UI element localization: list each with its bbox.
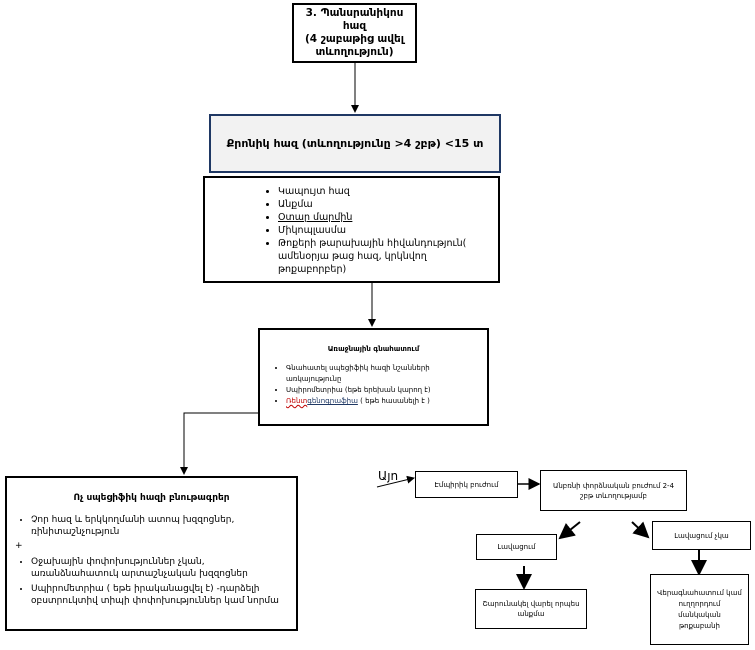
further-exam-box: Առաջնային գնահատում Գնահատել սպեցիֆիկ հա…: [258, 328, 489, 426]
exam-item-rest: ( եթե հասանելի է ): [357, 397, 430, 405]
symptom-item: Կապույտ հազ: [278, 185, 490, 198]
exam-item: Ռենտգենոգրաֆիա ( եթե հասանելի է ): [286, 396, 481, 407]
symptom-item: Անքմա: [278, 198, 490, 211]
step3-subtitle: (4 շաբաթից ավել տևողություն): [305, 33, 404, 58]
nonspecific-list-2: Օջախային փոփոխություններ չկան, առանձնահա…: [15, 556, 288, 607]
exam-item-misspelled: Ռենտ: [286, 397, 308, 405]
arrow-exam-to-nonspecific: [180, 412, 258, 475]
exam-item-underlined: գենոգրաֆիա: [307, 397, 358, 405]
nonspecific-title: Ոչ սպեցիֆիկ հազի բնութագրեր: [73, 493, 230, 503]
symptoms-list: Կապույտ հազ Անքմա Օտար մարմին Միկոպլասմա…: [260, 185, 490, 276]
yes-label: Այո: [378, 469, 399, 483]
nonspecific-item: Չոր հազ և երկկողմանի ատոպ խզզոցներ, ռինի…: [31, 514, 288, 538]
step3-title: 3. Պանսրանիկոս հազ: [305, 7, 404, 32]
symptoms-box: Կապույտ հազ Անքմա Օտար մարմին Միկոպլասմա…: [203, 176, 500, 283]
nonspecific-item: Օջախային փոփոխություններ չկան, առանձնահա…: [31, 556, 288, 580]
nonspecific-item: Սպիրոմետրիա ( եթե իրականացվել է) -դարձել…: [31, 583, 288, 607]
not-improved-text: Լավացում չկա: [674, 531, 729, 540]
nonspecific-list: Չոր հազ և երկկողմանի ատոպ խզզոցներ, ռինի…: [15, 514, 288, 538]
nonspecific-box: Ոչ սպեցիֆիկ հազի բնութագրեր Չոր հազ և եր…: [5, 476, 298, 631]
chronic-cough-text: Քրոնիկ հազ (տևողությունը >4 շբթ) <15 տ: [226, 137, 484, 150]
symptom-item: Թոքերի թարախային հիվանդություն( ամենօրյա…: [278, 237, 490, 276]
further-exam-title: Առաջնային գնահատում: [327, 345, 420, 353]
not-improved-box: Լավացում չկա: [652, 521, 751, 550]
arrow-observe-to-notimproved: [631, 521, 650, 539]
refer-box: Վերագնահատում կամ ուղղորդում մանկական թո…: [650, 574, 749, 645]
continue-asthma-box: Շարունակել վարել որպես անքմա: [475, 589, 587, 629]
continue-asthma-text: Շարունակել վարել որպես անքմա: [482, 600, 580, 618]
trial-treatment-box: Անբռնի փորձնական բուժում 2-4 շբթ տևողութ…: [540, 470, 687, 511]
chronic-cough-box: Քրոնիկ հազ (տևողությունը >4 շբթ) <15 տ: [209, 114, 501, 173]
arrow-observe-to-improved: [558, 521, 581, 540]
trial-treatment-text: Անբռնի փորձնական բուժում 2-4 շբթ տևողութ…: [552, 481, 675, 500]
exam-item: Գնահատել սպեցիֆիկ հազի նշանների առկայութ…: [286, 363, 481, 385]
symptom-item: Միկոպլասմա: [278, 224, 490, 237]
exam-item: Սպիրոմետրիա (եթե երեխան կարող է): [286, 385, 481, 396]
step3-box: 3. Պանսրանիկոս հազ (4 շաբաթից ավել տևողո…: [292, 3, 417, 63]
further-exam-list: Գնահատել սպեցիֆիկ հազի նշանների առկայութ…: [266, 363, 481, 407]
arrow-yes: [376, 475, 415, 488]
start-treatment-box: Էմպիրիկ բուժում: [415, 471, 518, 498]
improved-text: Լավացում: [497, 543, 536, 551]
refer-text: Վերագնահատում կամ ուղղորդում մանկական թո…: [657, 588, 742, 630]
symptom-item: Օտար մարմին: [278, 211, 490, 224]
start-treatment-text: Էմպիրիկ բուժում: [434, 480, 499, 489]
improved-box: Լավացում: [476, 534, 557, 560]
plus-sign: +: [15, 541, 23, 551]
